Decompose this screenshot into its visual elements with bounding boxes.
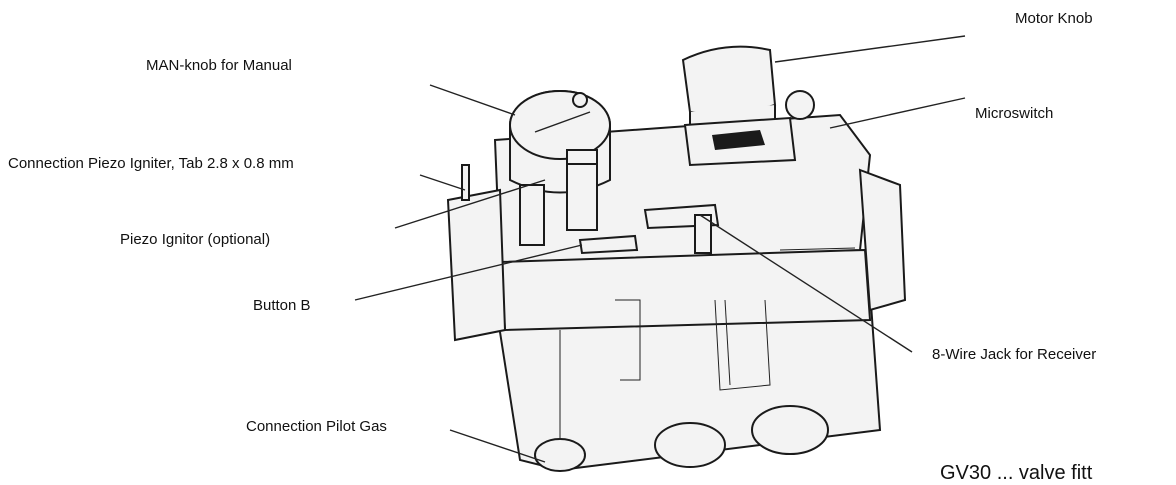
leader-piezo-ignitor: [394, 179, 546, 229]
label-pilot-gas: Connection Pilot Gas: [246, 418, 387, 435]
label-piezo-ignitor: Piezo Ignitor (optional): [120, 231, 271, 248]
label-man-knob: MAN-knob for Manual: [146, 57, 292, 74]
label-microswitch: Microswitch: [975, 105, 1054, 122]
label-motor-knob: Motor Knob: [1015, 10, 1093, 27]
label-eight-wire-jack: 8-Wire Jack for Receiver: [932, 346, 1097, 363]
figure-caption: GV30 ... valve fitt: [940, 462, 1093, 484]
leader-man-knob: [429, 84, 516, 116]
leader-piezo-connection: [419, 174, 466, 191]
leader-button-b: [354, 244, 583, 301]
leader-pilot-gas: [449, 429, 546, 463]
leader-eight-wire-jack: [699, 214, 913, 353]
gas-valve-illustration: [446, 45, 907, 472]
leader-microswitch: [829, 97, 966, 129]
leader-motor-knob: [774, 35, 966, 63]
label-piezo-connection: Connection Piezo Igniter, Tab 2.8 x 0.8 …: [8, 155, 294, 172]
label-button-b: Button B: [253, 297, 311, 314]
